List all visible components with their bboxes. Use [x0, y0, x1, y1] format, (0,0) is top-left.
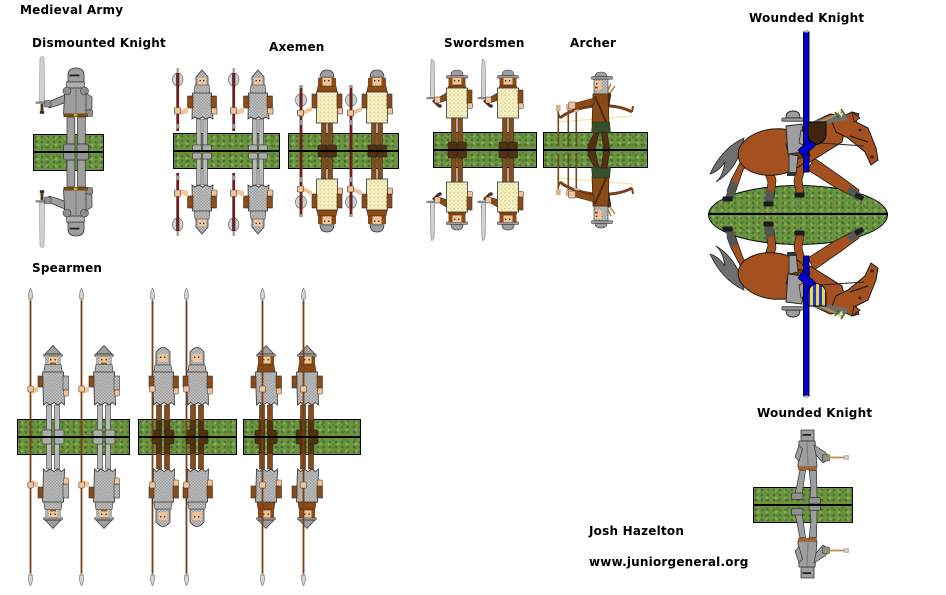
- axeman-chainmail-figure-mirror: [228, 151, 284, 237]
- fold-line: [288, 150, 399, 152]
- fold-line: [708, 213, 888, 215]
- dismounted-knight-figure-mirror: [35, 151, 107, 249]
- swordsman-figure-mirror: [476, 148, 532, 242]
- wounded-knight-mounted-label: Wounded Knight: [749, 11, 865, 25]
- author-credit: Josh Hazelton: [589, 524, 685, 538]
- wounded-knight-foot-label: Wounded Knight: [757, 406, 873, 420]
- mounted-knight-figure-mirror: [702, 214, 892, 399]
- axeman-chainmail-figure-mirror: [172, 151, 228, 237]
- page-title: Medieval Army: [20, 3, 124, 17]
- swordsmen-label: Swordsmen: [444, 36, 525, 50]
- archer-label: Archer: [570, 36, 617, 50]
- fold-line: [33, 151, 104, 153]
- fold-line: [17, 436, 130, 438]
- wounded-knight-figure-mirror: [753, 503, 853, 581]
- swordsman-figure: [476, 58, 532, 152]
- wounded-knight-figure: [753, 427, 853, 505]
- fold-line: [138, 436, 237, 438]
- spearman-figure-mirror: [68, 420, 128, 586]
- fold-line: [173, 150, 280, 152]
- axemen-label: Axemen: [269, 40, 325, 54]
- spearman-figure-mirror: [271, 420, 331, 586]
- fold-line: [753, 504, 853, 506]
- fold-line: [243, 436, 361, 438]
- spearmen-label: Spearmen: [32, 261, 103, 275]
- archer-figure: [543, 71, 635, 152]
- swordsman-figure-mirror: [425, 148, 481, 242]
- fold-line: [543, 149, 648, 151]
- axeman-chainmail-figure: [172, 67, 228, 153]
- dismounted-knight-figure: [35, 55, 107, 153]
- axeman-chainmail-figure: [228, 67, 284, 153]
- fold-line: [433, 149, 537, 151]
- dismounted-knight-label: Dismounted Knight: [32, 36, 166, 50]
- swordsman-figure: [425, 58, 481, 152]
- spearman-figure-mirror: [161, 420, 221, 586]
- mounted-knight-figure: [702, 29, 892, 214]
- archer-figure-mirror: [543, 148, 635, 230]
- website-credit: www.juniorgeneral.org: [589, 555, 749, 569]
